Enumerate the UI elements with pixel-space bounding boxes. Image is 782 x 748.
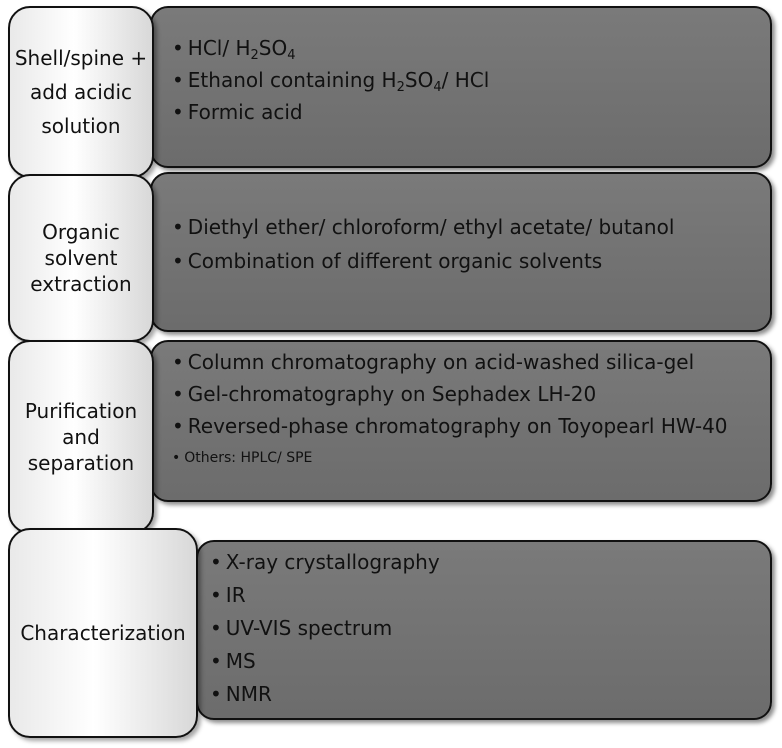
content-box-organic-solvent: Diethyl ether/ chloroform/ ethyl acetate… [150,172,772,332]
list-item-reversed-phase: Reversed-phase chromatography on Toyopea… [172,410,728,442]
label-box-acid-extraction: Shell/spine + add acidic solution [8,6,154,178]
list-item-nmr: NMR [210,678,440,711]
list-item-formic-acid: Formic acid [172,96,489,128]
list-item-gel-chromatography: Gel-chromatography on Sephadex LH-20 [172,378,728,410]
content-box-purification: Column chromatography on acid-washed sil… [150,340,772,502]
step-label: Shell/spine + add acidic solution [14,46,148,138]
step-label: Purification and separation [24,399,138,475]
content-box-characterization: X-ray crystallography IR UV-VIS spectrum… [196,540,772,720]
item-list: Column chromatography on acid-washed sil… [172,346,728,474]
step-label: Organic solvent extraction [30,220,132,296]
list-item-others: Others: HPLC/ SPE [172,442,728,474]
label-box-organic-solvent: Organic solvent extraction [8,174,154,342]
list-item-combination: Combination of different organic solvent… [172,244,674,278]
label-box-purification: Purification and separation [8,340,154,534]
list-item-xray: X-ray crystallography [210,546,440,579]
list-item-hcl-h2so4: HCl/ H2SO4 [172,32,489,64]
list-item-ms: MS [210,645,440,678]
step-label: Characterization [20,621,186,645]
label-box-characterization: Characterization [8,528,198,738]
list-item-ir: IR [210,579,440,612]
list-item-ethanol: Ethanol containing H2SO4/ HCl [172,64,489,96]
content-box-acid-extraction: HCl/ H2SO4 Ethanol containing H2SO4/ HCl… [150,6,772,168]
list-item-column-chromatography: Column chromatography on acid-washed sil… [172,346,728,378]
item-list: Diethyl ether/ chloroform/ ethyl acetate… [172,210,675,278]
item-list: X-ray crystallography IR UV-VIS spectrum… [210,546,440,711]
list-item-solvents: Diethyl ether/ chloroform/ ethyl acetate… [172,210,675,244]
list-item-uv-vis: UV-VIS spectrum [210,612,440,645]
item-list: HCl/ H2SO4 Ethanol containing H2SO4/ HCl… [172,32,489,128]
